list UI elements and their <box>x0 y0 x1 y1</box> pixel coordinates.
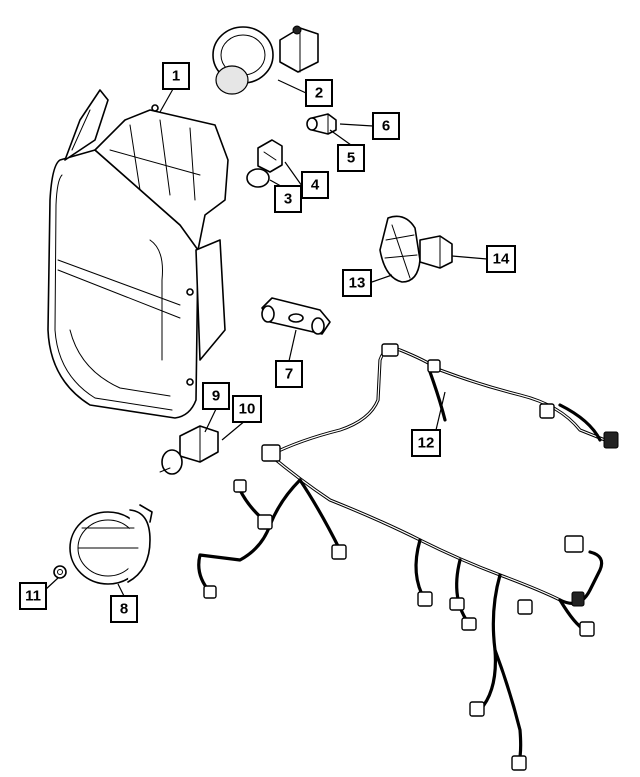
fastener <box>53 565 67 579</box>
callout-12-label: 12 <box>418 435 435 452</box>
park-turn-bulb-and-socket <box>246 139 283 188</box>
callout-1-label: 1 <box>172 68 180 85</box>
side-marker-bulb <box>306 113 337 135</box>
callout-13: 13 <box>342 269 372 297</box>
callout-3-label: 3 <box>284 191 292 208</box>
callout-10: 10 <box>232 395 262 423</box>
callout-10-label: 10 <box>239 401 256 418</box>
callout-2-label: 2 <box>315 85 323 102</box>
callout-9: 9 <box>202 382 230 410</box>
callout-6: 6 <box>372 112 400 140</box>
callout-7: 7 <box>275 360 303 388</box>
callout-11-label: 11 <box>25 588 41 605</box>
callout-4: 4 <box>301 171 329 199</box>
callout-3: 3 <box>274 185 302 213</box>
wiring-harness <box>197 343 619 771</box>
callout-14-label: 14 <box>493 251 510 268</box>
callout-13-label: 13 <box>349 275 366 292</box>
mounting-bracket <box>261 297 331 335</box>
callout-2: 2 <box>305 79 333 107</box>
callout-11: 11 <box>19 582 47 610</box>
callout-7-label: 7 <box>285 366 293 383</box>
fog-lamp <box>69 504 153 585</box>
callout-9-label: 9 <box>212 388 220 405</box>
headlamp-bulb-and-socket <box>212 25 319 95</box>
fog-lamp-bulb <box>159 425 219 475</box>
callout-14: 14 <box>486 245 516 273</box>
callout-12: 12 <box>411 429 441 457</box>
side-marker-lamp <box>379 215 453 283</box>
callout-8: 8 <box>110 595 138 623</box>
callout-5-label: 5 <box>347 150 355 167</box>
callout-1: 1 <box>162 62 190 90</box>
callout-4-label: 4 <box>311 177 320 194</box>
leader-lines <box>44 79 488 597</box>
callout-5: 5 <box>337 144 365 172</box>
headlamp-assembly <box>47 89 229 419</box>
callout-8-label: 8 <box>120 601 128 618</box>
callout-6-label: 6 <box>382 118 390 135</box>
